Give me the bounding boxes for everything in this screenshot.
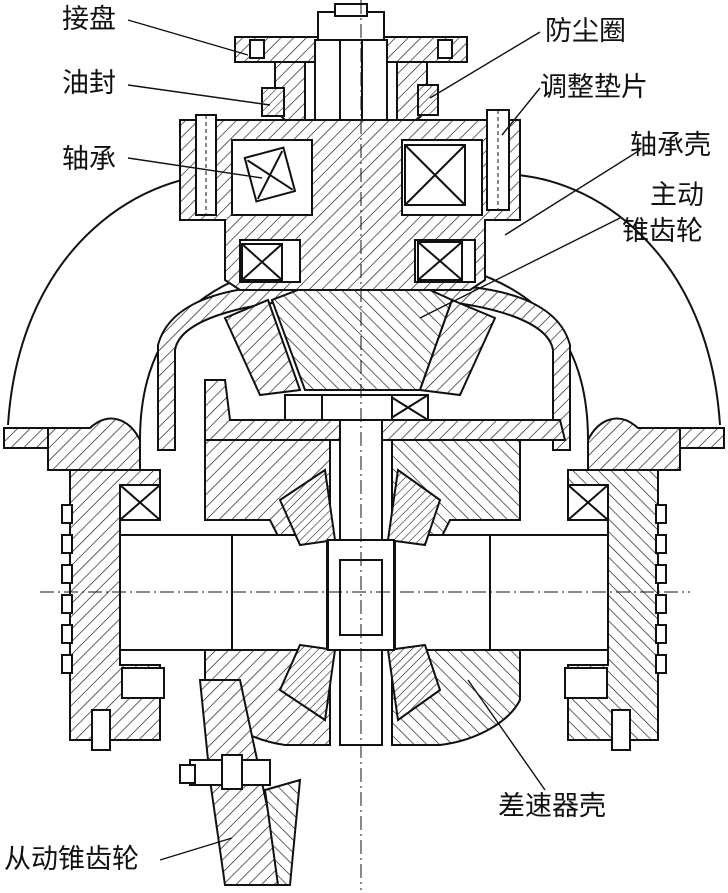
dust-ring <box>417 84 439 116</box>
label-bearing-housing: 轴承壳 <box>630 130 711 161</box>
label-shim: 调整垫片 <box>540 72 648 103</box>
bearing-lower-left <box>241 243 283 281</box>
leader-bearing <box>127 157 263 179</box>
leader-flange <box>127 19 249 56</box>
label-driven-bevel: 从动锥齿轮 <box>4 844 139 875</box>
leader-shim <box>501 87 541 136</box>
leader-driven-bevel <box>159 837 233 861</box>
label-oil-seal: 油封 <box>62 68 116 99</box>
left-mount-flange <box>3 427 49 449</box>
right-adjuster-teeth <box>655 504 667 674</box>
leader-bearing-housing <box>504 149 641 236</box>
leader-oil-seal <box>127 84 271 106</box>
label-flange: 接盘 <box>62 4 116 35</box>
leader-dust-ring <box>429 31 541 99</box>
pilot-bearing <box>284 394 326 421</box>
label-drive-bevel-1: 主动 <box>650 180 704 211</box>
bearing-lower-right <box>417 241 463 281</box>
left-adjuster-teeth <box>61 504 73 674</box>
label-bearing: 轴承 <box>62 144 116 175</box>
label-drive-bevel-2: 锥齿轮 <box>622 216 703 247</box>
right-mount-flange <box>679 427 725 449</box>
leader-diff-case <box>467 679 546 791</box>
oil-seal <box>261 87 285 117</box>
bearing-upper-right <box>404 144 466 206</box>
bearing-upper-left <box>243 146 297 203</box>
label-diff-case: 差速器壳 <box>498 791 606 822</box>
leader-drive-bevel <box>419 217 621 319</box>
label-dust-ring: 防尘圈 <box>545 16 626 47</box>
